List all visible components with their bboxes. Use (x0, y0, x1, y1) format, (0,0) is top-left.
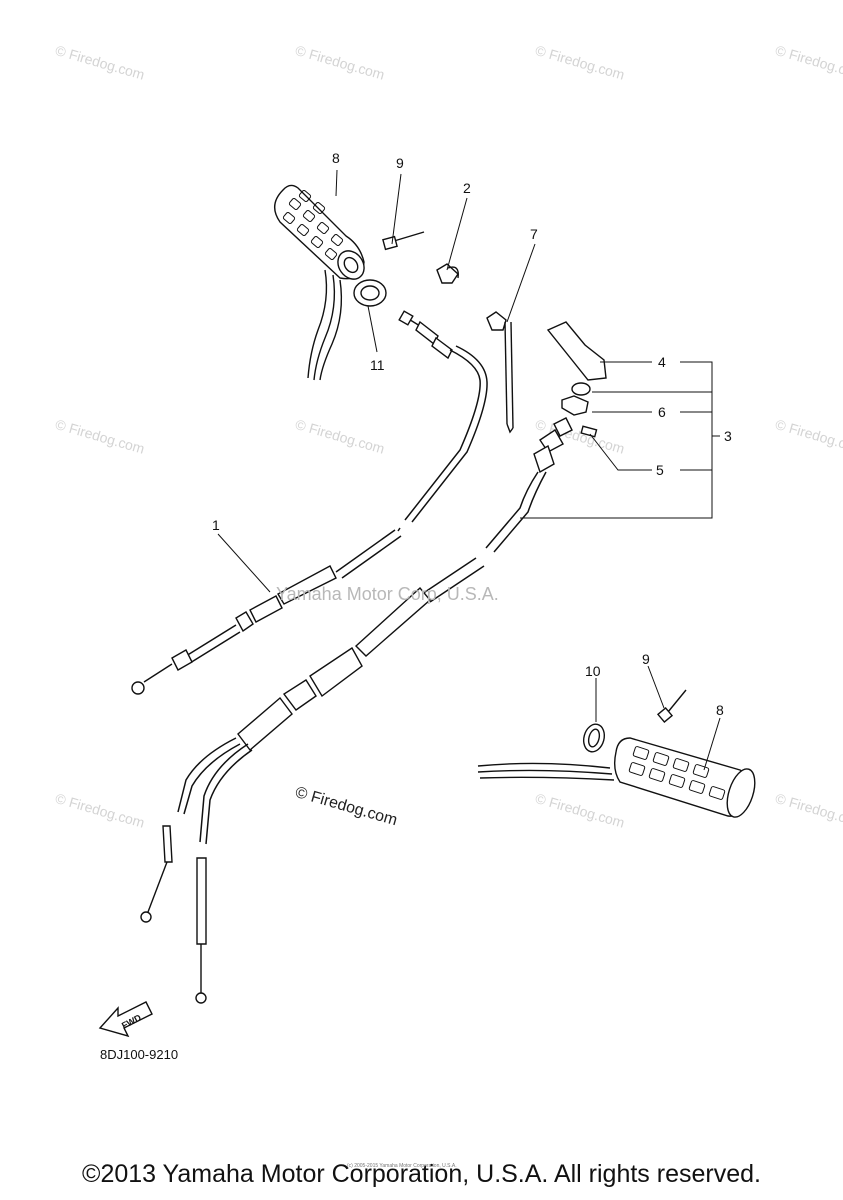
callout-6: 6 (658, 404, 666, 420)
clip-part-2 (436, 263, 459, 284)
callout-9-bottom: 9 (642, 651, 650, 667)
right-grip (477, 737, 756, 818)
callout-9-top: 9 (396, 155, 404, 171)
callout-7: 7 (530, 226, 538, 242)
tiny-copyright-note: (c) 2005-2015 Yamaha Motor Corporation, … (347, 1163, 457, 1169)
cable-part-3 (140, 417, 573, 1004)
cable-part-1 (131, 310, 488, 695)
ring-part-11 (353, 279, 387, 307)
left-grip (274, 184, 365, 381)
callout-10: 10 (585, 663, 601, 679)
fwd-arrow-icon: FWD (98, 1001, 153, 1038)
watermark-yamaha: Yamaha Motor Corp, U.S.A. (276, 584, 499, 604)
callout-2: 2 (463, 180, 471, 196)
ring-part-10 (582, 723, 606, 753)
callout-4: 4 (658, 354, 666, 370)
callout-8-top: 8 (332, 150, 340, 166)
callout-8-bottom: 8 (716, 702, 724, 718)
screw-part-9-top (382, 231, 425, 251)
copyright-footer: ©2013 Yamaha Motor Corporation, U.S.A. A… (82, 1160, 761, 1188)
callout-3: 3 (724, 428, 732, 444)
callout-11: 11 (370, 357, 385, 373)
reference-code: 8DJ100-9210 (100, 1047, 179, 1062)
nut-part-6 (561, 382, 591, 416)
screw-part-9-bottom (656, 689, 687, 724)
sleeve-part-7 (486, 311, 514, 434)
callout-5: 5 (656, 462, 664, 478)
callout-1: 1 (212, 517, 220, 533)
bracket-part-4 (546, 321, 607, 381)
pin-part-5 (580, 425, 598, 438)
leader-lines (217, 169, 721, 771)
